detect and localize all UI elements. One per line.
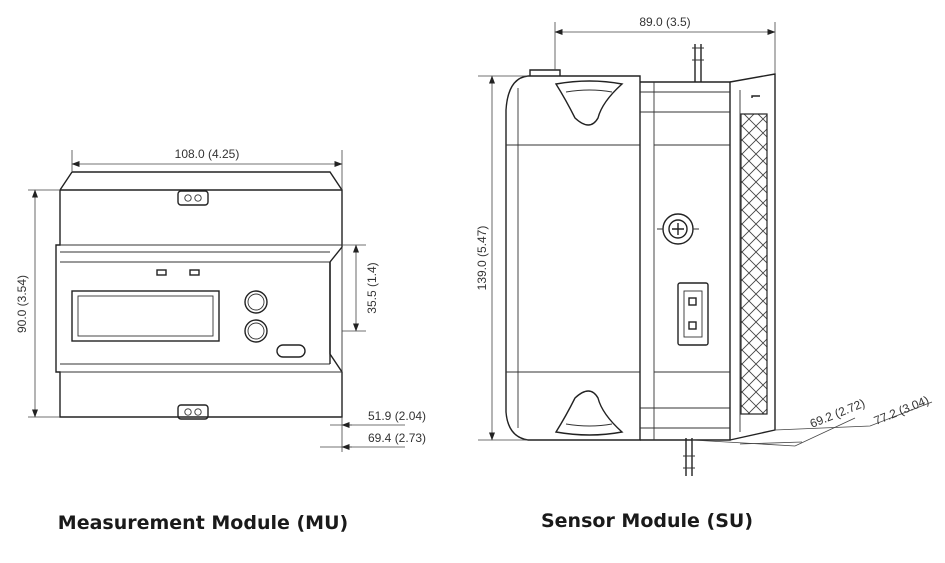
mu-side-label: 35.5 (1.4) [365, 262, 379, 313]
su-depth2-label: 77.2 (3.04) [872, 393, 931, 428]
mu-caption: Measurement Module (MU) [58, 512, 348, 534]
su-depth1-label: 69.2 (2.72) [808, 396, 867, 431]
top-pin-icon [692, 44, 704, 82]
su-height-label: 139.0 (5.47) [475, 226, 489, 291]
mu-height-label: 90.0 (3.54) [15, 275, 29, 333]
connector-slot-icon [276, 344, 306, 358]
mu-width-label: 108.0 (4.25) [175, 147, 240, 161]
mu-button-icon [244, 290, 268, 314]
mu-depth1-label: 51.9 (2.04) [368, 409, 426, 423]
top-clip-icon [177, 190, 209, 206]
lcd-display [71, 290, 220, 342]
led-indicator-icon [189, 269, 200, 276]
led-indicator-icon [156, 269, 167, 276]
mu-button-icon [244, 319, 268, 343]
bottom-pin-icon [683, 438, 695, 476]
measurement-module-drawing [28, 150, 405, 452]
screw-icon [657, 213, 699, 245]
sensor-module-drawing [478, 22, 933, 476]
filter-mesh-icon [740, 113, 768, 415]
bottom-clip-icon [177, 404, 209, 420]
mu-depth2-label: 69.4 (2.73) [368, 431, 426, 445]
connector-port-icon [677, 282, 709, 346]
su-caption: Sensor Module (SU) [541, 510, 753, 532]
su-width-label: 89.0 (3.5) [639, 15, 690, 29]
